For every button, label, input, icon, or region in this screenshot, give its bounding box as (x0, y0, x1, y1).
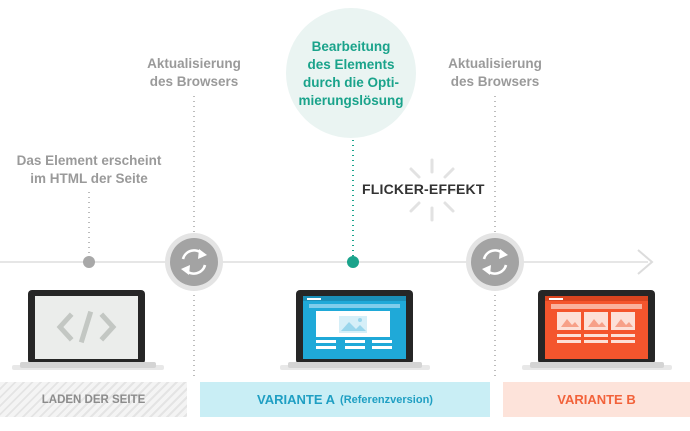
label-line: des Browsers (149, 74, 239, 89)
refresh-icon (466, 233, 524, 291)
band-loading-label: LADEN DER SEITE (41, 393, 146, 406)
label-line: des Elements (307, 57, 395, 72)
band-variant-a: VARIANTE A (Referenzversion) (200, 382, 490, 417)
label-line: mierungslösung (298, 93, 404, 108)
band-variant-b-label: VARIANTE B (557, 392, 636, 407)
code-icon (56, 310, 117, 344)
flicker-label: FLICKER-EFFEKT (362, 181, 485, 197)
laptop-loading (12, 290, 164, 370)
image-placeholder-icon (339, 316, 367, 333)
label-element-appears: Das Element erscheint im HTML der Seite (0, 152, 178, 188)
flicker-burst-icon (409, 158, 462, 222)
laptop-variant-a (280, 290, 430, 370)
refresh-icon (165, 233, 223, 291)
band-loading: LADEN DER SEITE (0, 382, 187, 417)
timeline-point-element (83, 256, 95, 268)
label-line: im HTML der Seite (30, 171, 148, 186)
label-editing: Bearbeitung des Elements durch die Opti-… (286, 38, 416, 110)
band-variant-a-label: VARIANTE A (257, 392, 336, 407)
label-line: Das Element erscheint (16, 153, 162, 168)
editing-bubble (286, 8, 416, 138)
laptop-variant-b (522, 290, 672, 370)
timeline-point-editing (347, 256, 359, 268)
label-refresh-1: Aktualisierung des Browsers (124, 55, 264, 91)
label-line: Aktualisierung (147, 56, 241, 71)
label-line: Aktualisierung (448, 56, 542, 71)
label-line: des Browsers (450, 74, 540, 89)
band-variant-b: VARIANTE B (503, 382, 690, 417)
label-refresh-2: Aktualisierung des Browsers (425, 55, 565, 91)
band-variant-a-sublabel: (Referenzversion) (340, 393, 433, 406)
label-line: Bearbeitung (311, 39, 391, 54)
chevron-right-icon (637, 249, 654, 275)
label-line: durch die Opti- (303, 75, 399, 90)
